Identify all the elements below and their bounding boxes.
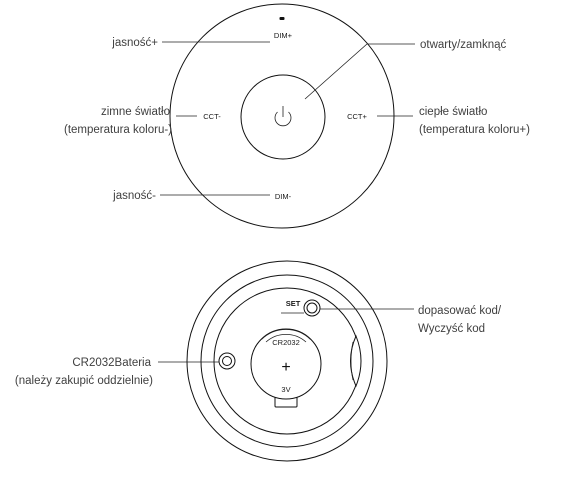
callout-warm-light-1: ciepłe światło bbox=[419, 106, 487, 118]
screw-icon bbox=[218, 352, 236, 370]
callout-brightness-minus: jasność- bbox=[112, 190, 156, 202]
set-label: SET bbox=[286, 299, 301, 308]
callout-cold-light-2: (temperatura koloru-) bbox=[64, 124, 172, 136]
dim-minus-label: DIM- bbox=[275, 192, 292, 201]
callout-match-code-1: dopasować kod/ bbox=[418, 305, 502, 317]
leader-power bbox=[304, 43, 415, 100]
indicator-led bbox=[279, 17, 285, 20]
callout-brightness-plus: jasność+ bbox=[111, 37, 158, 49]
remote-front: DIM+ DIM- CCT- CCT+ jasność+ otwarty/zam… bbox=[64, 3, 530, 229]
callout-warm-light-2: (temperatura koloru+) bbox=[419, 124, 530, 136]
callout-cold-light-1: zimne światło bbox=[101, 106, 170, 118]
set-button: SET bbox=[281, 299, 321, 317]
battery-voltage: 3V bbox=[281, 385, 290, 394]
back-latch-inner bbox=[350, 341, 354, 381]
cct-minus-label: CCT- bbox=[203, 112, 221, 121]
battery-plus-sign: + bbox=[281, 359, 290, 376]
cct-plus-label: CCT+ bbox=[347, 112, 367, 121]
dim-plus-label: DIM+ bbox=[274, 31, 293, 40]
callout-battery-2: (należy zakupić oddzielnie) bbox=[15, 375, 153, 387]
remote-back: SET CR2032 + 3V dopasować kod/ Wyczyść k… bbox=[15, 260, 502, 462]
callout-match-code-2: Wyczyść kod bbox=[418, 323, 485, 335]
battery-icon: CR2032 + 3V bbox=[250, 328, 322, 408]
callout-power: otwarty/zamknąć bbox=[420, 39, 507, 51]
battery-model-text: CR2032 bbox=[272, 338, 300, 347]
power-icon bbox=[274, 106, 292, 127]
callout-battery-1: CR2032Bateria bbox=[72, 357, 151, 369]
